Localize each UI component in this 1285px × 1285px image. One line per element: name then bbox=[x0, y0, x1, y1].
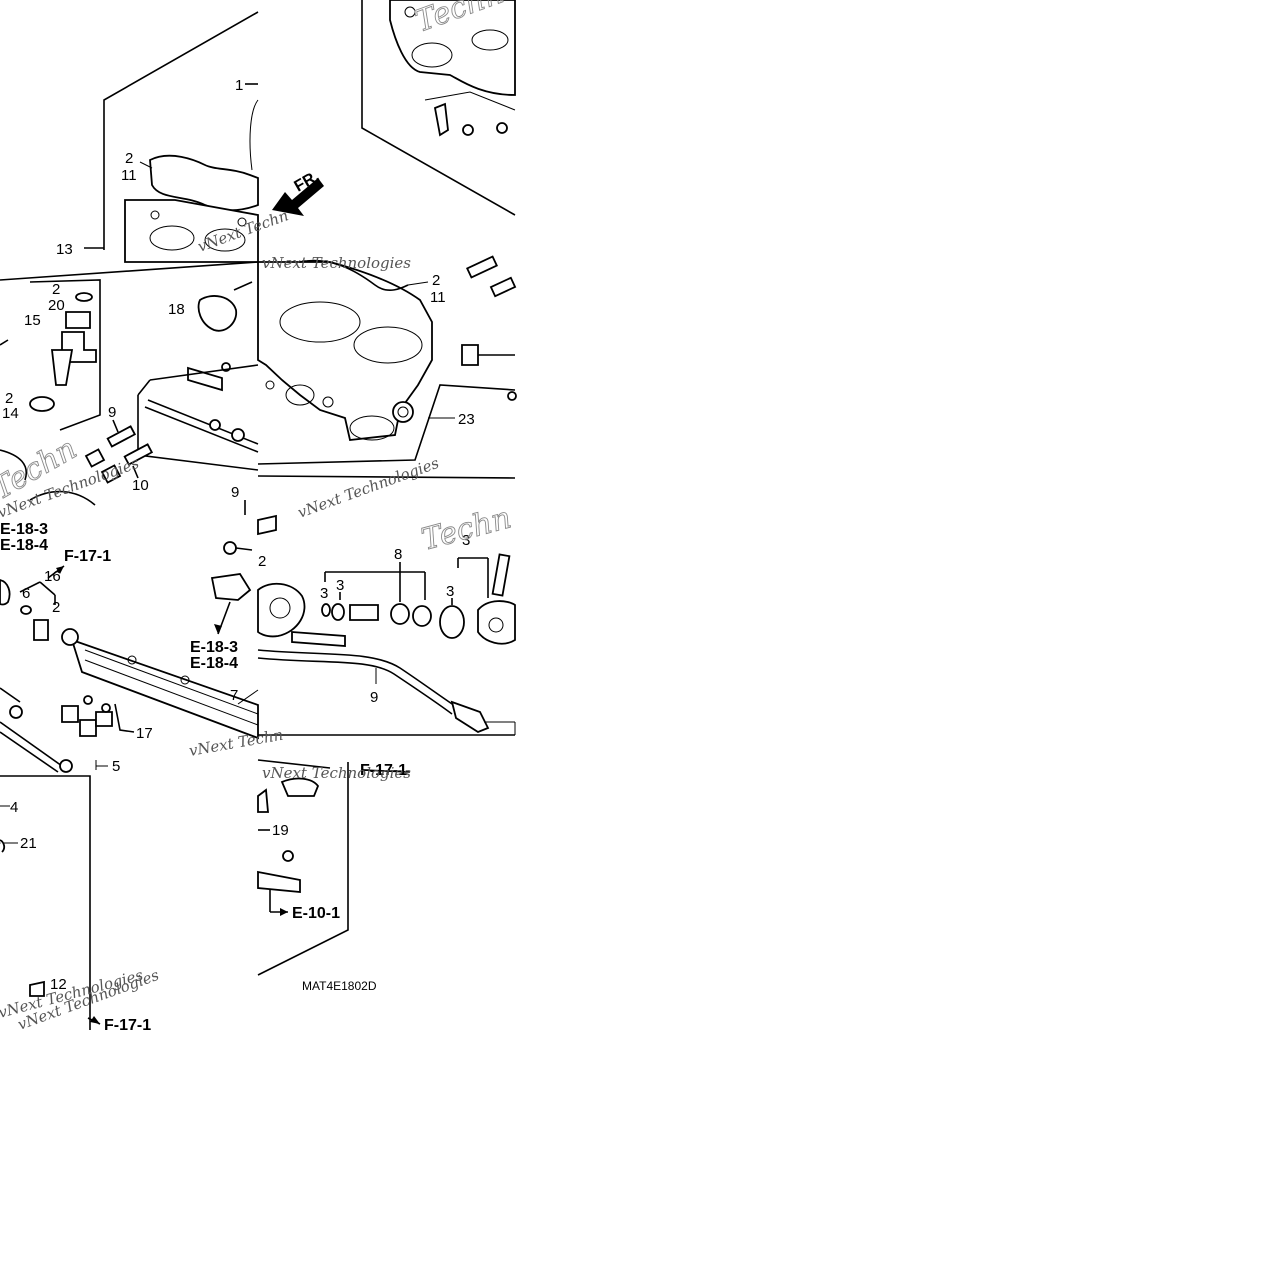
tile-middle-right bbox=[257, 255, 517, 479]
throttle-body-assembly bbox=[257, 261, 433, 441]
ref-label: F-17-1 bbox=[360, 762, 407, 779]
map-sensor bbox=[210, 573, 252, 601]
callout: 12 bbox=[50, 976, 67, 993]
ref-label: E-18-3 bbox=[190, 639, 238, 656]
part-callouts: 1 2 11 13 2 20 15 2 14 18 9 10 9 2 11 23… bbox=[2, 77, 475, 993]
sensor-bracket bbox=[433, 102, 449, 137]
callout: 7 bbox=[230, 687, 238, 704]
valve-spring bbox=[412, 605, 432, 627]
callout: 2 bbox=[125, 150, 133, 167]
drawing-code: MAT4E1802D bbox=[302, 979, 377, 993]
callout: 10 bbox=[132, 477, 149, 494]
callout: 9 bbox=[108, 404, 116, 421]
callout: 5 bbox=[112, 758, 120, 775]
ref-label: E-18-4 bbox=[0, 537, 48, 554]
reference-labels: E-18-3 E-18-4 F-17-1 E-18-3 E-18-4 E-10-… bbox=[0, 521, 407, 1034]
callout: 13 bbox=[56, 241, 73, 258]
adjust-screw-b bbox=[123, 443, 154, 466]
fuel-hose bbox=[257, 649, 459, 709]
callout: 11 bbox=[121, 167, 137, 184]
watermark: vNext Technologies bbox=[262, 764, 411, 782]
callout: 2 bbox=[52, 281, 60, 298]
injector-seal-ring bbox=[75, 292, 93, 302]
callout: 20 bbox=[48, 297, 65, 314]
callout: 3 bbox=[446, 583, 454, 600]
ref-label: F-17-1 bbox=[64, 548, 111, 565]
pressure-regulator bbox=[257, 582, 306, 638]
callout: 2 bbox=[432, 272, 440, 289]
tile-lower-middle bbox=[257, 553, 516, 976]
adjust-screw-a bbox=[106, 425, 137, 448]
ref-label: F-17-1 bbox=[104, 1017, 151, 1034]
callout: 17 bbox=[136, 725, 153, 742]
watermark: vNext Technologies bbox=[295, 454, 441, 522]
front-direction-arrow bbox=[272, 178, 324, 216]
tile-lower-left bbox=[0, 514, 277, 1030]
callout: 3 bbox=[336, 577, 344, 594]
callout: 14 bbox=[2, 405, 19, 422]
callout: 19 bbox=[272, 822, 289, 839]
fuel-rail bbox=[70, 638, 259, 740]
tile-top-right: FR. bbox=[272, 0, 516, 216]
purge-valve bbox=[197, 295, 238, 332]
callout: 8 bbox=[394, 546, 402, 563]
callout: 2 bbox=[52, 599, 60, 616]
watermark: vNext Techn bbox=[188, 726, 285, 760]
ref-label: E-18-4 bbox=[190, 655, 238, 672]
injector-cushion bbox=[65, 311, 91, 329]
callout: 15 bbox=[24, 312, 41, 329]
ref-label: E-10-1 bbox=[292, 905, 340, 922]
callout: 2 bbox=[5, 390, 13, 407]
watermark: vNext Technologies bbox=[262, 254, 411, 272]
callout: 3 bbox=[462, 532, 470, 549]
callout: 3 bbox=[320, 585, 328, 602]
throttle-body-rear bbox=[389, 0, 516, 96]
regulator-cover bbox=[477, 600, 516, 645]
injector-o-ring bbox=[29, 396, 55, 412]
callout: 2 bbox=[258, 553, 266, 570]
tile-middle-left bbox=[0, 261, 259, 515]
throttle-gasket bbox=[149, 154, 259, 212]
callout: 23 bbox=[458, 411, 475, 428]
callout: 21 bbox=[20, 835, 37, 852]
callout: 9 bbox=[231, 484, 239, 501]
large-o-ring bbox=[439, 605, 465, 639]
valve-seal bbox=[390, 603, 410, 625]
ref-label: E-18-3 bbox=[0, 521, 48, 538]
callout: 11 bbox=[430, 289, 446, 306]
callout: 6 bbox=[22, 585, 30, 602]
callout: 1 bbox=[235, 77, 243, 94]
callout: 9 bbox=[370, 689, 378, 706]
callout: 16 bbox=[44, 568, 61, 585]
watermark: Techn bbox=[418, 500, 515, 557]
callout: 4 bbox=[10, 799, 18, 816]
throttle-body-upper bbox=[124, 199, 259, 263]
callout: 18 bbox=[168, 301, 185, 318]
tile-top-center bbox=[84, 11, 259, 263]
